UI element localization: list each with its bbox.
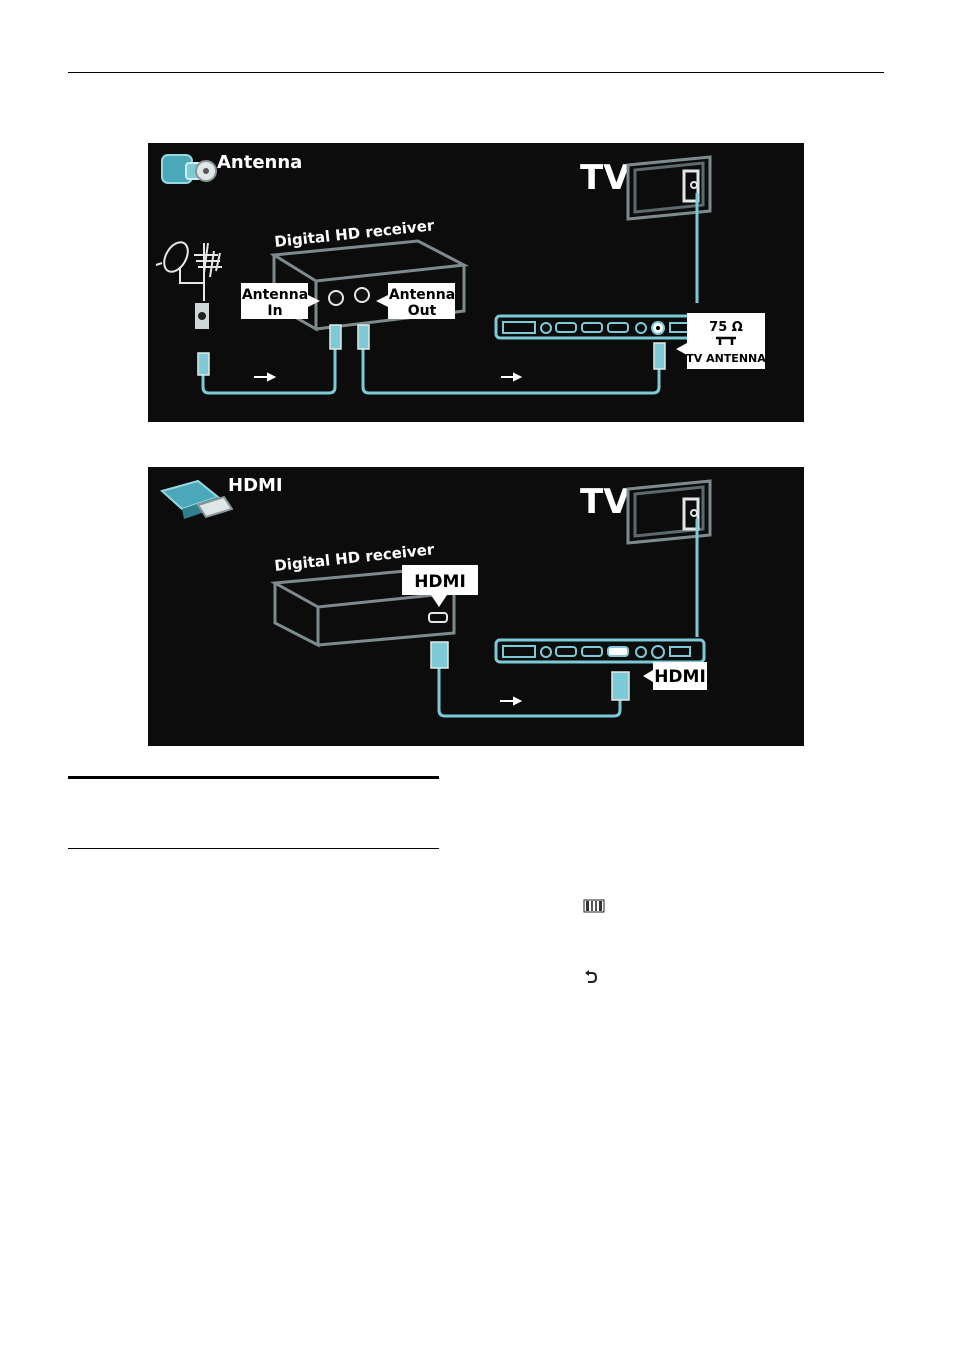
tv-connection-panel <box>496 316 704 338</box>
media-browser-icon <box>583 898 605 914</box>
section-rule-thin <box>68 848 439 849</box>
signal-arrows <box>500 698 520 704</box>
antenna-out-callout: Antenna Out <box>376 283 455 319</box>
figure-title: Antenna <box>217 152 302 173</box>
receiver-hdmi-label: HDMI <box>414 572 466 592</box>
antenna-in-label-line1: Antenna <box>242 287 308 303</box>
header-rule <box>68 72 884 73</box>
antenna-in-socket <box>329 291 343 305</box>
tv-hdmi-callout: HDMI <box>643 662 707 690</box>
antenna-out-label-line2: Out <box>408 303 437 319</box>
tv-antenna-callout: 75 Ω TV ANTENNA <box>676 313 766 369</box>
tv-hdmi-label: HDMI <box>654 667 706 687</box>
antenna-connection-figure: Antenna TV Digital HD receiver <box>148 143 804 422</box>
hdmi-plug-icon <box>162 481 232 519</box>
wall-socket-icon <box>195 303 209 329</box>
antenna-plug-icon <box>162 155 216 183</box>
receiver-hdmi-port <box>429 613 447 622</box>
tv-antenna-label: TV ANTENNA <box>686 352 766 365</box>
tv-label: TV <box>580 482 630 522</box>
antenna-out-label-line1: Antenna <box>389 287 455 303</box>
antenna-in-callout: Antenna In <box>241 283 320 319</box>
signal-arrows <box>254 374 520 380</box>
section-rule-thick <box>68 776 439 779</box>
antenna-out-socket <box>355 288 369 302</box>
receiver-hdmi-callout: HDMI <box>402 565 478 607</box>
tv-label: TV <box>580 158 630 198</box>
tv-antenna-impedance: 75 Ω <box>709 320 743 335</box>
tv-connection-panel <box>496 640 704 662</box>
hdmi-connection-figure: HDMI TV Digital HD receiver HDMI <box>148 467 804 746</box>
antenna-in-label-line2: In <box>267 303 282 319</box>
satellite-aerial-icon <box>156 238 222 301</box>
figure-title: HDMI <box>228 475 283 496</box>
cable-plugs <box>431 642 629 700</box>
back-icon <box>583 969 599 985</box>
